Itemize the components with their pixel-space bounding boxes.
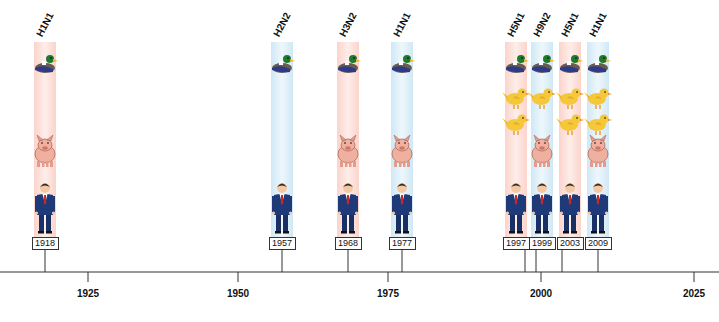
axis-year: 2025 — [683, 288, 705, 299]
year-box: 1957 — [269, 237, 296, 250]
year-text: 1999 — [531, 238, 554, 249]
subtype-label: H5N1 — [559, 10, 581, 38]
subtype-label: H1N1 — [391, 10, 413, 38]
year-text: 1977 — [391, 238, 414, 249]
subtype-label: H9N2 — [531, 10, 553, 38]
year-box: 2003 — [557, 237, 584, 250]
axis-year: 1925 — [77, 288, 99, 299]
year-box: 1997 — [503, 237, 530, 250]
year-text: 1957 — [271, 238, 294, 249]
year-box: 1918 — [32, 237, 59, 250]
subtype-label: H5N1 — [505, 10, 527, 38]
year-text: 1968 — [337, 238, 360, 249]
year-text: 2009 — [587, 238, 610, 249]
year-box: 1968 — [335, 237, 362, 250]
subtype-label: H2N2 — [271, 10, 293, 38]
subtype-label: H1N1 — [34, 10, 56, 38]
axis-year: 1950 — [227, 288, 249, 299]
year-text: 2003 — [559, 238, 582, 249]
year-box: 1977 — [389, 237, 416, 250]
year-box: 1999 — [529, 237, 556, 250]
axis-year: 2000 — [530, 288, 552, 299]
subtype-label: H3N2 — [337, 10, 359, 38]
subtype-label: H1N1 — [587, 10, 609, 38]
axis-year: 1975 — [377, 288, 399, 299]
year-text: 1997 — [505, 238, 528, 249]
year-text: 1918 — [34, 238, 57, 249]
year-box: 2009 — [585, 237, 612, 250]
